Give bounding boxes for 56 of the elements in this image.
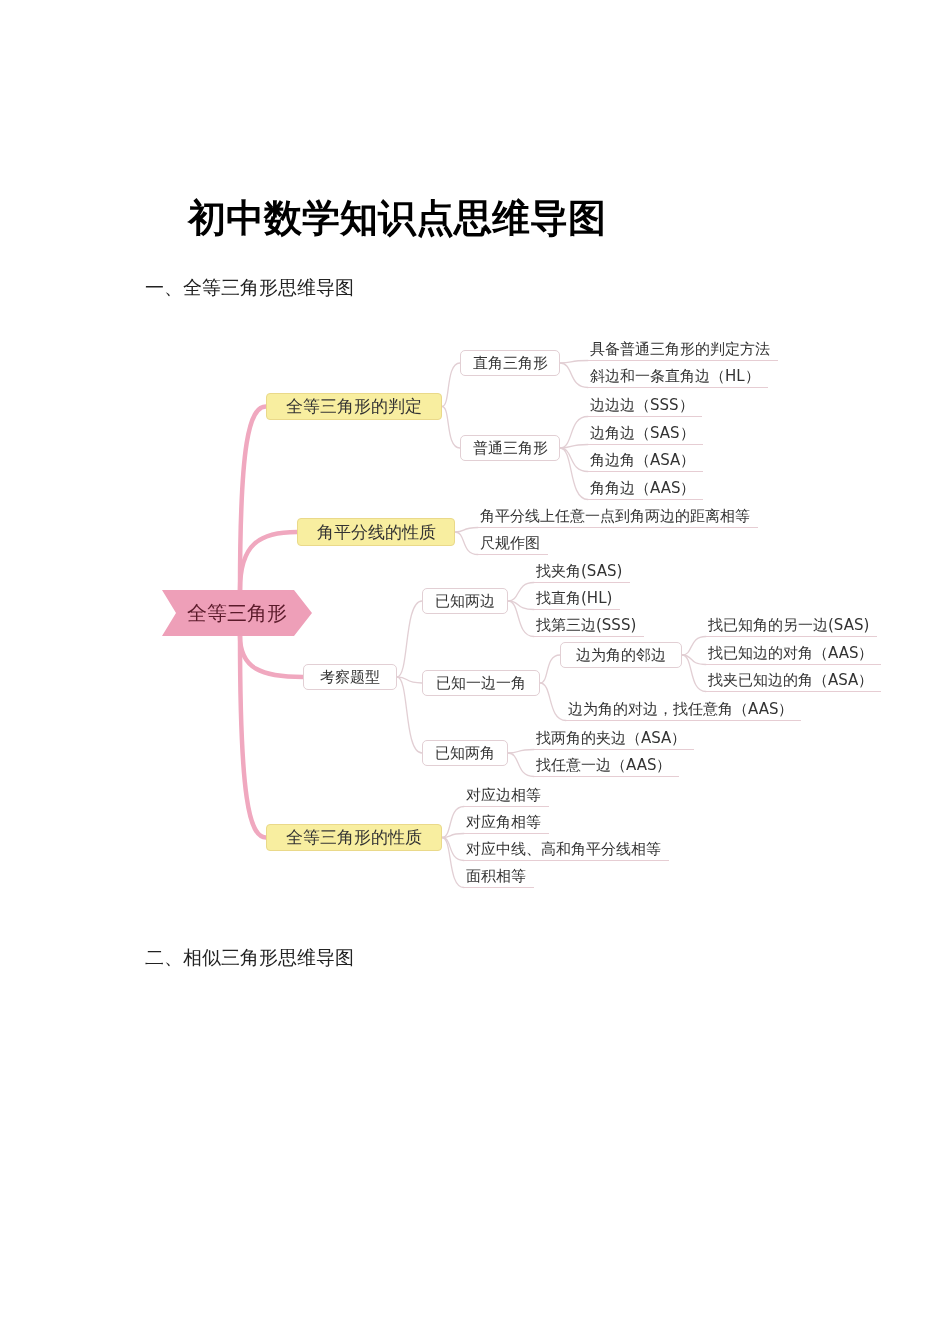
- connector-line: [396, 600, 423, 678]
- section-heading: 二、相似三角形思维导图: [145, 945, 354, 970]
- connector-line: [441, 362, 461, 408]
- underlined-topic-text: 找夹角(SAS): [534, 561, 631, 583]
- connector-line: [681, 635, 707, 656]
- topic-box: 角平分线的性质: [297, 518, 455, 546]
- subtopic-box: 普通三角形: [460, 435, 560, 461]
- connector-line: [559, 447, 589, 501]
- section-heading: 一、全等三角形思维导图: [145, 275, 354, 300]
- topic-box: 全等三角形的性质: [266, 824, 442, 851]
- subtopic-box: 已知两角: [422, 740, 508, 766]
- central-topic-banner: 全等三角形: [162, 590, 312, 636]
- underlined-topic-text: 找已知边的对角（AAS）: [706, 643, 882, 665]
- connector-line: [441, 805, 465, 839]
- underlined-topic-text: 找直角(HL): [534, 588, 621, 610]
- subtopic-box: 直角三角形: [460, 350, 560, 376]
- connector-line: [507, 581, 535, 602]
- connector-line: [559, 362, 589, 389]
- subtopic-box: 已知两边: [422, 588, 508, 614]
- underlined-topic-text: 尺规作图: [478, 533, 548, 555]
- underlined-topic-text: 边角边（SAS）: [588, 423, 703, 445]
- connector-line: [454, 531, 479, 556]
- underlined-topic-text: 找两角的夹边（ASA）: [534, 728, 695, 750]
- connector-line: [396, 676, 423, 684]
- underlined-topic-text: 对应边相等: [464, 785, 549, 807]
- connector-line: [441, 405, 461, 449]
- connector-line: [681, 654, 707, 693]
- connector-line: [539, 654, 561, 684]
- connector-line: [507, 600, 535, 638]
- connector-line: [507, 752, 535, 778]
- underlined-topic-text: 对应中线、高和角平分线相等: [464, 839, 669, 861]
- underlined-topic-text: 找已知角的另一边(SAS): [706, 615, 878, 637]
- underlined-topic-text: 面积相等: [464, 866, 534, 888]
- underlined-topic-text: 角边角（ASA）: [588, 450, 704, 472]
- underlined-topic-text: 边为角的对边，找任意角（AAS）: [566, 699, 802, 721]
- topic-box: 全等三角形的判定: [266, 393, 442, 420]
- connector-line: [441, 836, 465, 889]
- connector-line: [559, 359, 589, 364]
- underlined-topic-text: 斜边和一条直角边（HL）: [588, 366, 768, 388]
- connector-line: [539, 682, 567, 722]
- underlined-topic-text: 找第三边(SSS): [534, 615, 645, 637]
- connector-line: [454, 526, 479, 533]
- connector-line: [441, 836, 465, 862]
- underlined-topic-text: 角平分线上任意一点到角两边的距离相等: [478, 506, 758, 528]
- connector-line: [507, 748, 535, 754]
- subtopic-box: 已知一边一角: [422, 670, 540, 696]
- subtopic-box: 考察题型: [303, 664, 397, 690]
- underlined-topic-text: 边边边（SSS）: [588, 395, 702, 417]
- underlined-topic-text: 对应角相等: [464, 812, 549, 834]
- underlined-topic-text: 找任意一边（AAS）: [534, 755, 680, 777]
- subtopic-box: 边为角的邻边: [560, 642, 682, 668]
- page-title: 初中数学知识点思维导图: [188, 194, 606, 242]
- underlined-topic-text: 具备普通三角形的判定方法: [588, 339, 778, 361]
- underlined-topic-text: 找夹已知边的角（ASA）: [706, 670, 882, 692]
- underlined-topic-text: 角角边（AAS）: [588, 478, 704, 500]
- connector-line: [396, 676, 423, 754]
